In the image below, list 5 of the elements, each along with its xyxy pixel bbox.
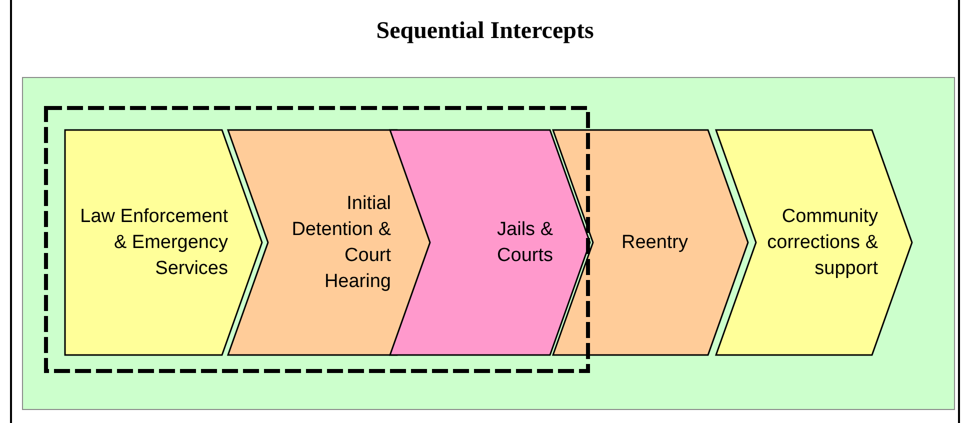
stage-label: Community corrections & support (766, 204, 878, 280)
title: Sequential Intercepts (375, 18, 595, 45)
stage-label: Jails & Courts (496, 218, 553, 268)
stage-label: Initial Detention & Court Hearing (291, 192, 391, 294)
stage-label: Reentry (621, 230, 688, 254)
